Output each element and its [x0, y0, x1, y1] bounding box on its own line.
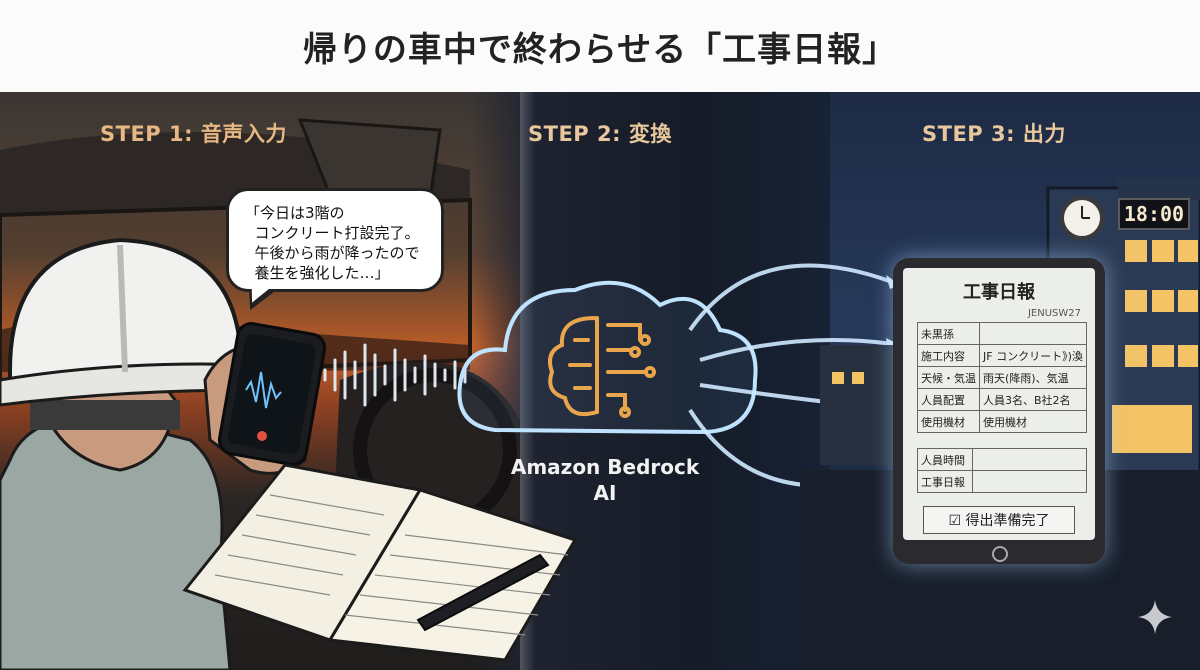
row-value	[979, 322, 1087, 345]
home-button-icon[interactable]	[992, 546, 1008, 562]
row-value	[972, 470, 1087, 493]
bedrock-name: Amazon Bedrock	[510, 455, 700, 479]
row-value: JF コンクリート》)渙	[979, 344, 1087, 367]
ready-status-button[interactable]: ☑ 得出準備完了	[923, 506, 1075, 534]
speech-line: 「今日は3階の	[245, 204, 345, 222]
row-key: 使用機材	[917, 410, 980, 433]
report-table-bottom: 人員時間 工事日報	[917, 448, 1087, 493]
smartphone-illustration	[217, 322, 327, 466]
row-key: 天候・気温	[917, 366, 980, 389]
speech-line: 午後から雨が降ったので	[245, 244, 420, 262]
table-row: 未黒孫	[917, 322, 1087, 345]
worker-illustration	[0, 237, 307, 670]
row-key: 人員時間	[917, 448, 973, 471]
row-value: 人員3名、B社2名	[979, 388, 1087, 411]
table-row: 人員配置人員3名、B社2名	[917, 388, 1087, 411]
header-bar: 帰りの車中で終わらせる「工事日報」	[0, 0, 1200, 92]
speech-line: コンクリート打設完了。	[245, 224, 420, 242]
row-value	[972, 448, 1087, 471]
row-key: 工事日報	[917, 470, 973, 493]
speech-line: 養生を強化した…」	[245, 264, 390, 282]
table-row: 天候・気温雨天(降雨)、気温	[917, 366, 1087, 389]
report-subtitle: JENUSW27	[1027, 308, 1081, 319]
speech-bubble: 「今日は3階の コンクリート打設完了。 午後から雨が降ったので 養生を強化した……	[226, 188, 444, 292]
step2-label: STEP 2: 変換	[528, 122, 672, 146]
ai-brain-icon	[548, 316, 656, 418]
row-key: 未黒孫	[917, 322, 980, 345]
sparkle-icon	[1138, 600, 1172, 634]
row-key: 人員配置	[917, 388, 980, 411]
step1-label: STEP 1: 音声入力	[100, 122, 287, 146]
sound-wave-icon	[323, 343, 467, 407]
table-row: 使用機材使用機材	[917, 410, 1087, 433]
row-value: 雨天(降雨)、気温	[979, 366, 1087, 389]
report-title: 工事日報	[963, 282, 1035, 303]
step3-label: STEP 3: 出力	[922, 122, 1066, 146]
bedrock-label: Amazon Bedrock AI	[505, 454, 705, 506]
cloud-icon	[457, 280, 758, 435]
digital-clock: 18:00	[1118, 198, 1190, 230]
table-row: 人員時間	[917, 448, 1087, 471]
notebook-illustration	[182, 463, 578, 662]
analog-clock-icon	[1060, 196, 1104, 240]
row-value: 使用機材	[979, 410, 1087, 433]
table-row: 工事日報	[917, 470, 1087, 493]
bedrock-ai: AI	[593, 481, 617, 505]
row-key: 施工内容	[917, 344, 980, 367]
page-title: 帰りの車中で終わらせる「工事日報」	[302, 29, 898, 70]
